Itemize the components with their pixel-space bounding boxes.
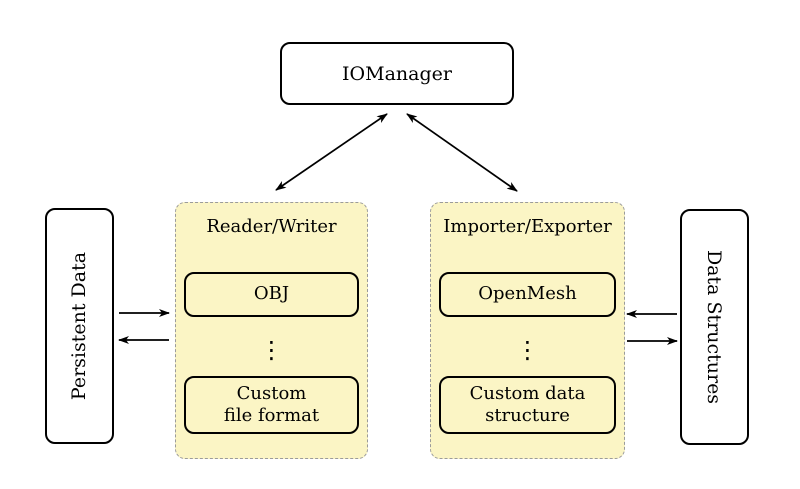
data-structures-label: Data Structures (703, 249, 726, 405)
vertical-ellipsis-icon: ⋮ (515, 336, 540, 364)
data-structures-node: Data Structures (680, 209, 749, 445)
vertical-ellipsis-icon: ⋮ (259, 336, 284, 364)
obj-node: OBJ (184, 272, 359, 317)
io-manager-node: IOManager (280, 42, 514, 105)
custom-file-format-node: Custom file format (184, 376, 359, 434)
custom-file-format-label: Custom file format (223, 382, 320, 427)
persistent-data-label: Persistent Data (68, 251, 91, 401)
openmesh-label: OpenMesh (478, 283, 577, 305)
io-manager-label: IOManager (342, 62, 452, 85)
importer-exporter-title: Importer/Exporter (443, 216, 612, 237)
arrow-iomanager-importerexporter (406, 113, 518, 192)
importer-exporter-group: Importer/Exporter OpenMesh ⋮ Custom data… (430, 202, 625, 459)
openmesh-node: OpenMesh (439, 272, 616, 317)
custom-data-structure-label: Custom data structure (469, 382, 586, 427)
obj-label: OBJ (253, 283, 290, 305)
reader-writer-group: Reader/Writer OBJ ⋮ Custom file format (175, 202, 368, 459)
persistent-data-node: Persistent Data (45, 208, 114, 444)
arrow-iomanager-readerwriter (275, 113, 388, 191)
reader-writer-title: Reader/Writer (206, 216, 337, 237)
custom-data-structure-node: Custom data structure (439, 376, 616, 434)
